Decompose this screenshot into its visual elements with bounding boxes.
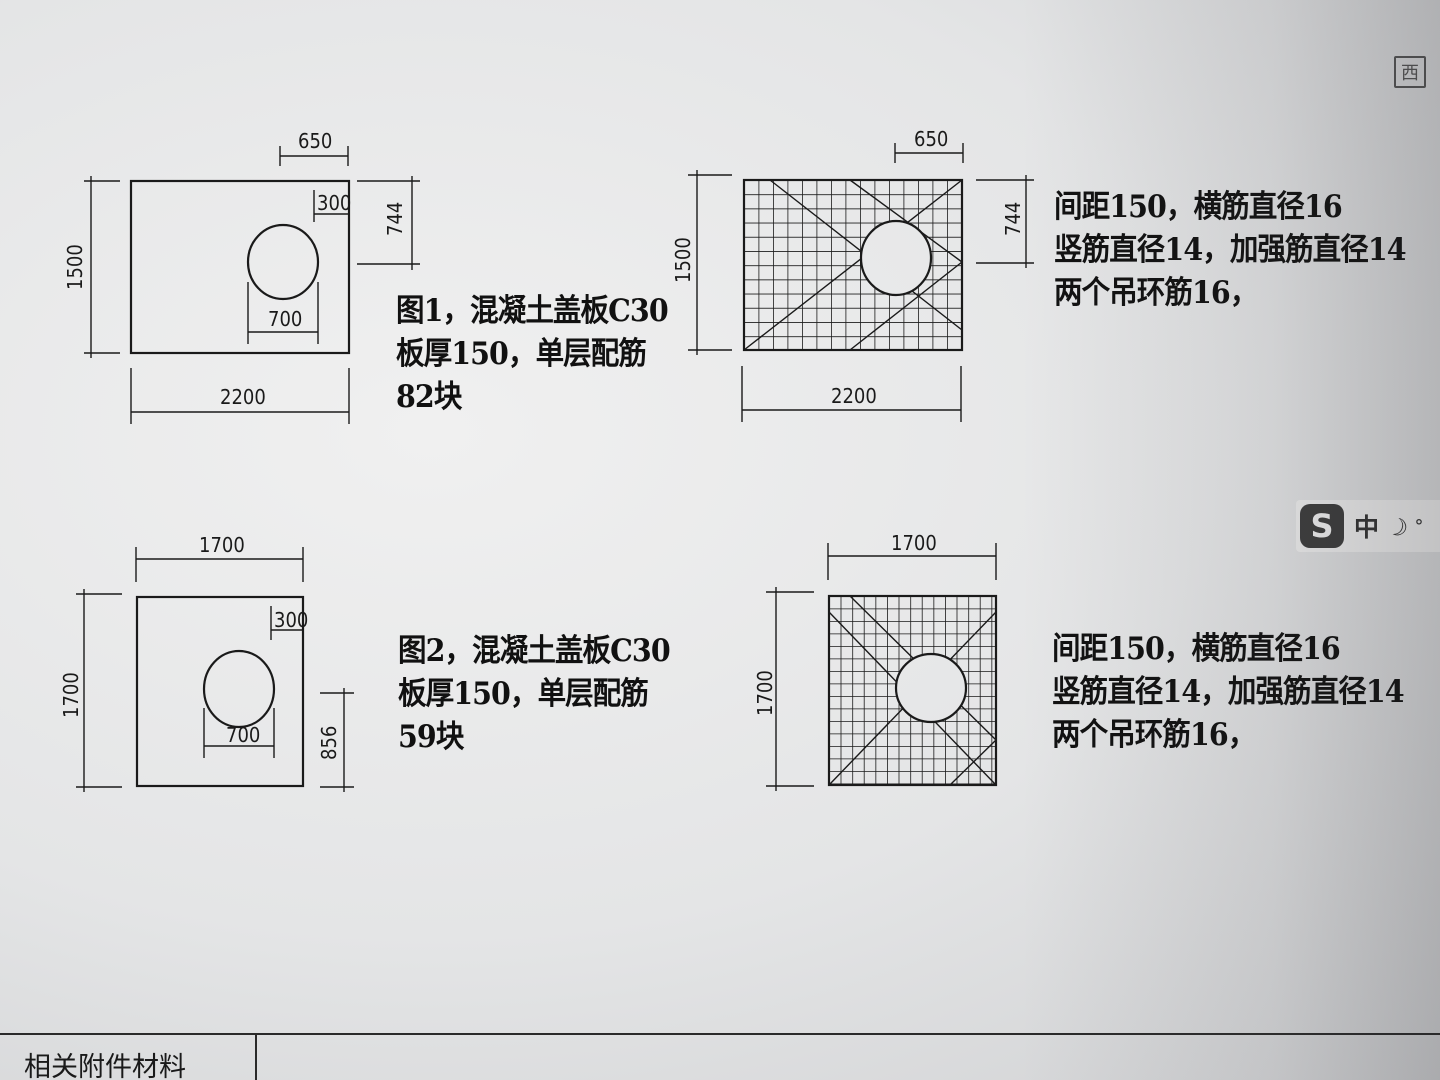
figure2-rebar-dim-top: 1700 bbox=[827, 531, 997, 580]
figure1-dim-right: 744 bbox=[357, 176, 420, 270]
dot-icon[interactable]: ° bbox=[1414, 515, 1424, 537]
figure1-dim-hole: 700 bbox=[247, 282, 319, 344]
figure1-dim-hole-label: 700 bbox=[268, 307, 302, 331]
figure1-slab-outline bbox=[129, 179, 351, 355]
figure2-dim-left: 1700 bbox=[59, 589, 122, 792]
footer-label: 相关附件材料 bbox=[24, 1052, 186, 1080]
figure1-hole bbox=[246, 223, 320, 301]
figure2-note: 图2，混凝土盖板C30 板厚150，单层配筋 59块 bbox=[398, 630, 671, 759]
figure2-hole bbox=[202, 649, 276, 729]
figure1-rebar-note-line2: 竖筋直径14，加强筋直径14 bbox=[1054, 232, 1407, 268]
figure2-rebar-mesh bbox=[828, 595, 997, 786]
figure1-dim-top-label: 650 bbox=[298, 129, 332, 153]
figure1-dim-margin-label: 300 bbox=[317, 191, 351, 215]
figure2-dim-hole: 700 bbox=[203, 708, 275, 758]
figure1-rebar-dim-left: 1500 bbox=[671, 170, 732, 355]
figure1-note-line3: 82块 bbox=[396, 379, 462, 415]
figure1-drawing: 650 744 1500 300 700 bbox=[63, 129, 420, 424]
corner-stamp-icon[interactable]: 西 bbox=[1394, 56, 1426, 88]
figure2-rebar-note: 间距150，横筋直径16 竖筋直径14，加强筋直径14 两个吊环筋16， bbox=[1052, 628, 1405, 757]
figure1-rebar-dim-top: 650 bbox=[894, 127, 964, 163]
figure1-rebar-hole bbox=[859, 219, 933, 297]
figure2-dim-right-label: 856 bbox=[317, 726, 341, 760]
figure1-rebar-dim-top-label: 650 bbox=[914, 127, 948, 151]
figure1-rebar-dim-right: 744 bbox=[976, 175, 1034, 268]
figure1-rebar-note-line1: 间距150，横筋直径16 bbox=[1054, 189, 1343, 225]
figure1-rebar-dim-bottom-label: 2200 bbox=[831, 384, 877, 408]
figure1-dim-top: 650 bbox=[279, 129, 349, 166]
figure2-rebar-dim-left-label: 1700 bbox=[753, 670, 777, 716]
figure2-note-line1: 图2，混凝土盖板C30 bbox=[398, 633, 671, 669]
figure2-rebar-hole bbox=[894, 652, 968, 724]
figure2-rebar-outline bbox=[827, 594, 998, 787]
figure1-rebar-note: 间距150，横筋直径16 竖筋直径14，加强筋直径14 两个吊环筋16， bbox=[1054, 186, 1407, 315]
ime-logo-icon[interactable]: S bbox=[1300, 504, 1344, 548]
figure1-dim-left-label: 1500 bbox=[63, 244, 87, 290]
figure2-rebar-note-line2: 竖筋直径14，加强筋直径14 bbox=[1052, 674, 1405, 710]
footer-bar: 相关附件材料 bbox=[0, 1033, 1440, 1080]
corner-stamp-glyph: 西 bbox=[1401, 63, 1419, 84]
figure2-slab-outline bbox=[135, 595, 305, 788]
figure1-dim-bottom: 2200 bbox=[130, 368, 350, 424]
figure2-dim-margin: 300 bbox=[270, 606, 308, 640]
figure2-dim-right: 856 bbox=[317, 688, 354, 792]
figure2-dim-left-label: 1700 bbox=[59, 672, 83, 718]
figure2-dim-hole-label: 700 bbox=[226, 723, 260, 747]
footer-label-cell: 相关附件材料 bbox=[0, 1035, 257, 1080]
figure1-rebar-dim-bottom: 2200 bbox=[741, 366, 962, 422]
figure1-note-line1: 图1，混凝土盖板C30 bbox=[396, 293, 669, 329]
figure2-drawing: 1700 1700 300 700 856 bbox=[59, 533, 354, 792]
figure1-rebar-note-line3: 两个吊环筋16， bbox=[1054, 275, 1258, 311]
figure2-dim-top-label: 1700 bbox=[199, 533, 245, 557]
figure1-rebar-outline bbox=[742, 178, 964, 352]
figure2-rebar-note-line3: 两个吊环筋16， bbox=[1052, 717, 1256, 753]
figure1-rebar-mesh bbox=[743, 179, 963, 351]
figure2-dim-margin-label: 300 bbox=[274, 608, 308, 632]
ime-language-toggle[interactable]: 中 bbox=[1354, 513, 1380, 542]
figure1-dim-margin: 300 bbox=[313, 190, 351, 222]
figure2-rebar-note-line1: 间距150，横筋直径16 bbox=[1052, 631, 1341, 667]
ime-toolbar[interactable]: S 中 ☾ ° bbox=[1296, 500, 1440, 552]
figure2-rebar-dim-top-label: 1700 bbox=[891, 531, 937, 555]
figure2-note-line3: 59块 bbox=[398, 719, 464, 755]
figure1-rebar-drawing: 650 744 1500 2200 bbox=[671, 127, 1034, 422]
figure1-note: 图1，混凝土盖板C30 板厚150，单层配筋 82块 bbox=[396, 290, 669, 419]
moon-icon[interactable]: ☾ bbox=[1382, 509, 1413, 543]
figure1-dim-right-label: 744 bbox=[383, 202, 407, 236]
figure2-rebar-dim-left: 1700 bbox=[753, 587, 814, 791]
figure2-rebar-drawing: 1700 1700 bbox=[753, 531, 998, 791]
figure1-rebar-dim-left-label: 1500 bbox=[671, 237, 695, 283]
figure1-rebar-dim-right-label: 744 bbox=[1001, 202, 1025, 236]
figure1-note-line2: 板厚150，单层配筋 bbox=[396, 336, 647, 372]
figure2-dim-top: 1700 bbox=[135, 533, 304, 582]
figure1-dim-bottom-label: 2200 bbox=[220, 385, 266, 409]
figure1-dim-left: 1500 bbox=[63, 176, 120, 358]
figure2-note-line2: 板厚150，单层配筋 bbox=[398, 676, 649, 712]
